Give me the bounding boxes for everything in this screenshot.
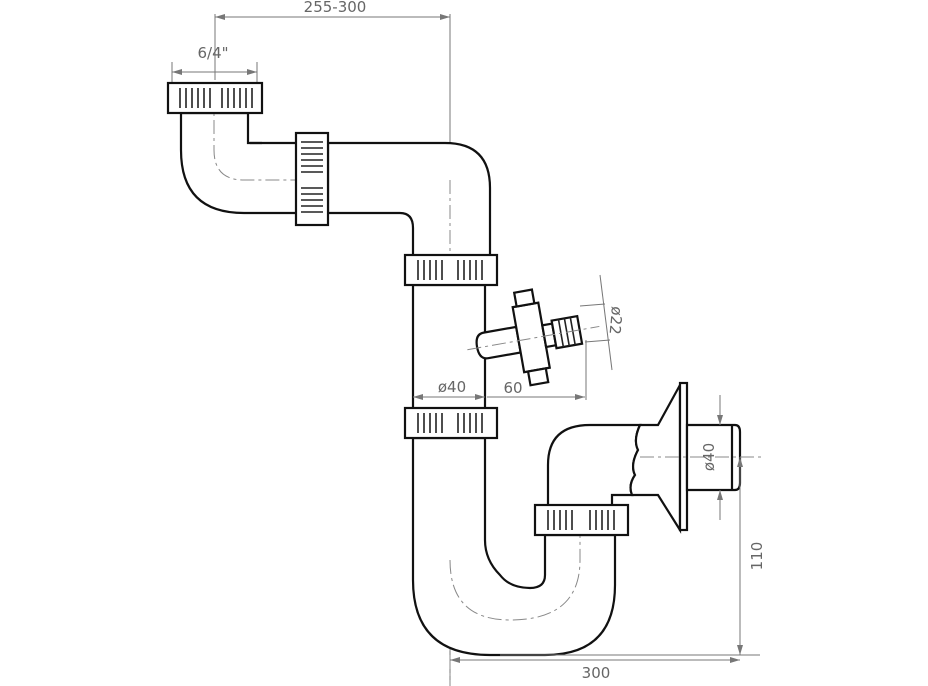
dimension-spout-length: 60	[487, 340, 587, 400]
dimension-label: ø40	[700, 443, 718, 471]
inlet-nut	[166, 81, 264, 115]
dimension-label: 60	[503, 379, 522, 397]
dimension-label: ø22	[606, 306, 626, 336]
dimension-label: 110	[748, 542, 766, 571]
u-trap	[411, 436, 640, 657]
dimension-inlet-thread: 6/4"	[171, 44, 258, 84]
dimension-outlet-diameter: ø40	[700, 395, 723, 520]
dimension-overall-width: 300	[450, 657, 740, 682]
union-nut-outlet	[533, 503, 630, 537]
dimension-label: 300	[582, 664, 611, 682]
dimension-spout-diameter: ø22	[579, 274, 626, 371]
dimension-outlet-height: 110	[500, 457, 766, 656]
inlet-elbow	[179, 95, 420, 215]
union-nut-upper	[294, 131, 330, 227]
dimension-pipe-diameter: ø40	[413, 378, 485, 400]
dimension-label: ø40	[438, 378, 466, 396]
union-nut-lower	[403, 406, 499, 440]
dimension-label: 6/4"	[197, 44, 228, 62]
dimension-label: 255-300	[304, 0, 367, 16]
side-spout	[467, 288, 600, 387]
union-nut-middle	[403, 253, 499, 287]
